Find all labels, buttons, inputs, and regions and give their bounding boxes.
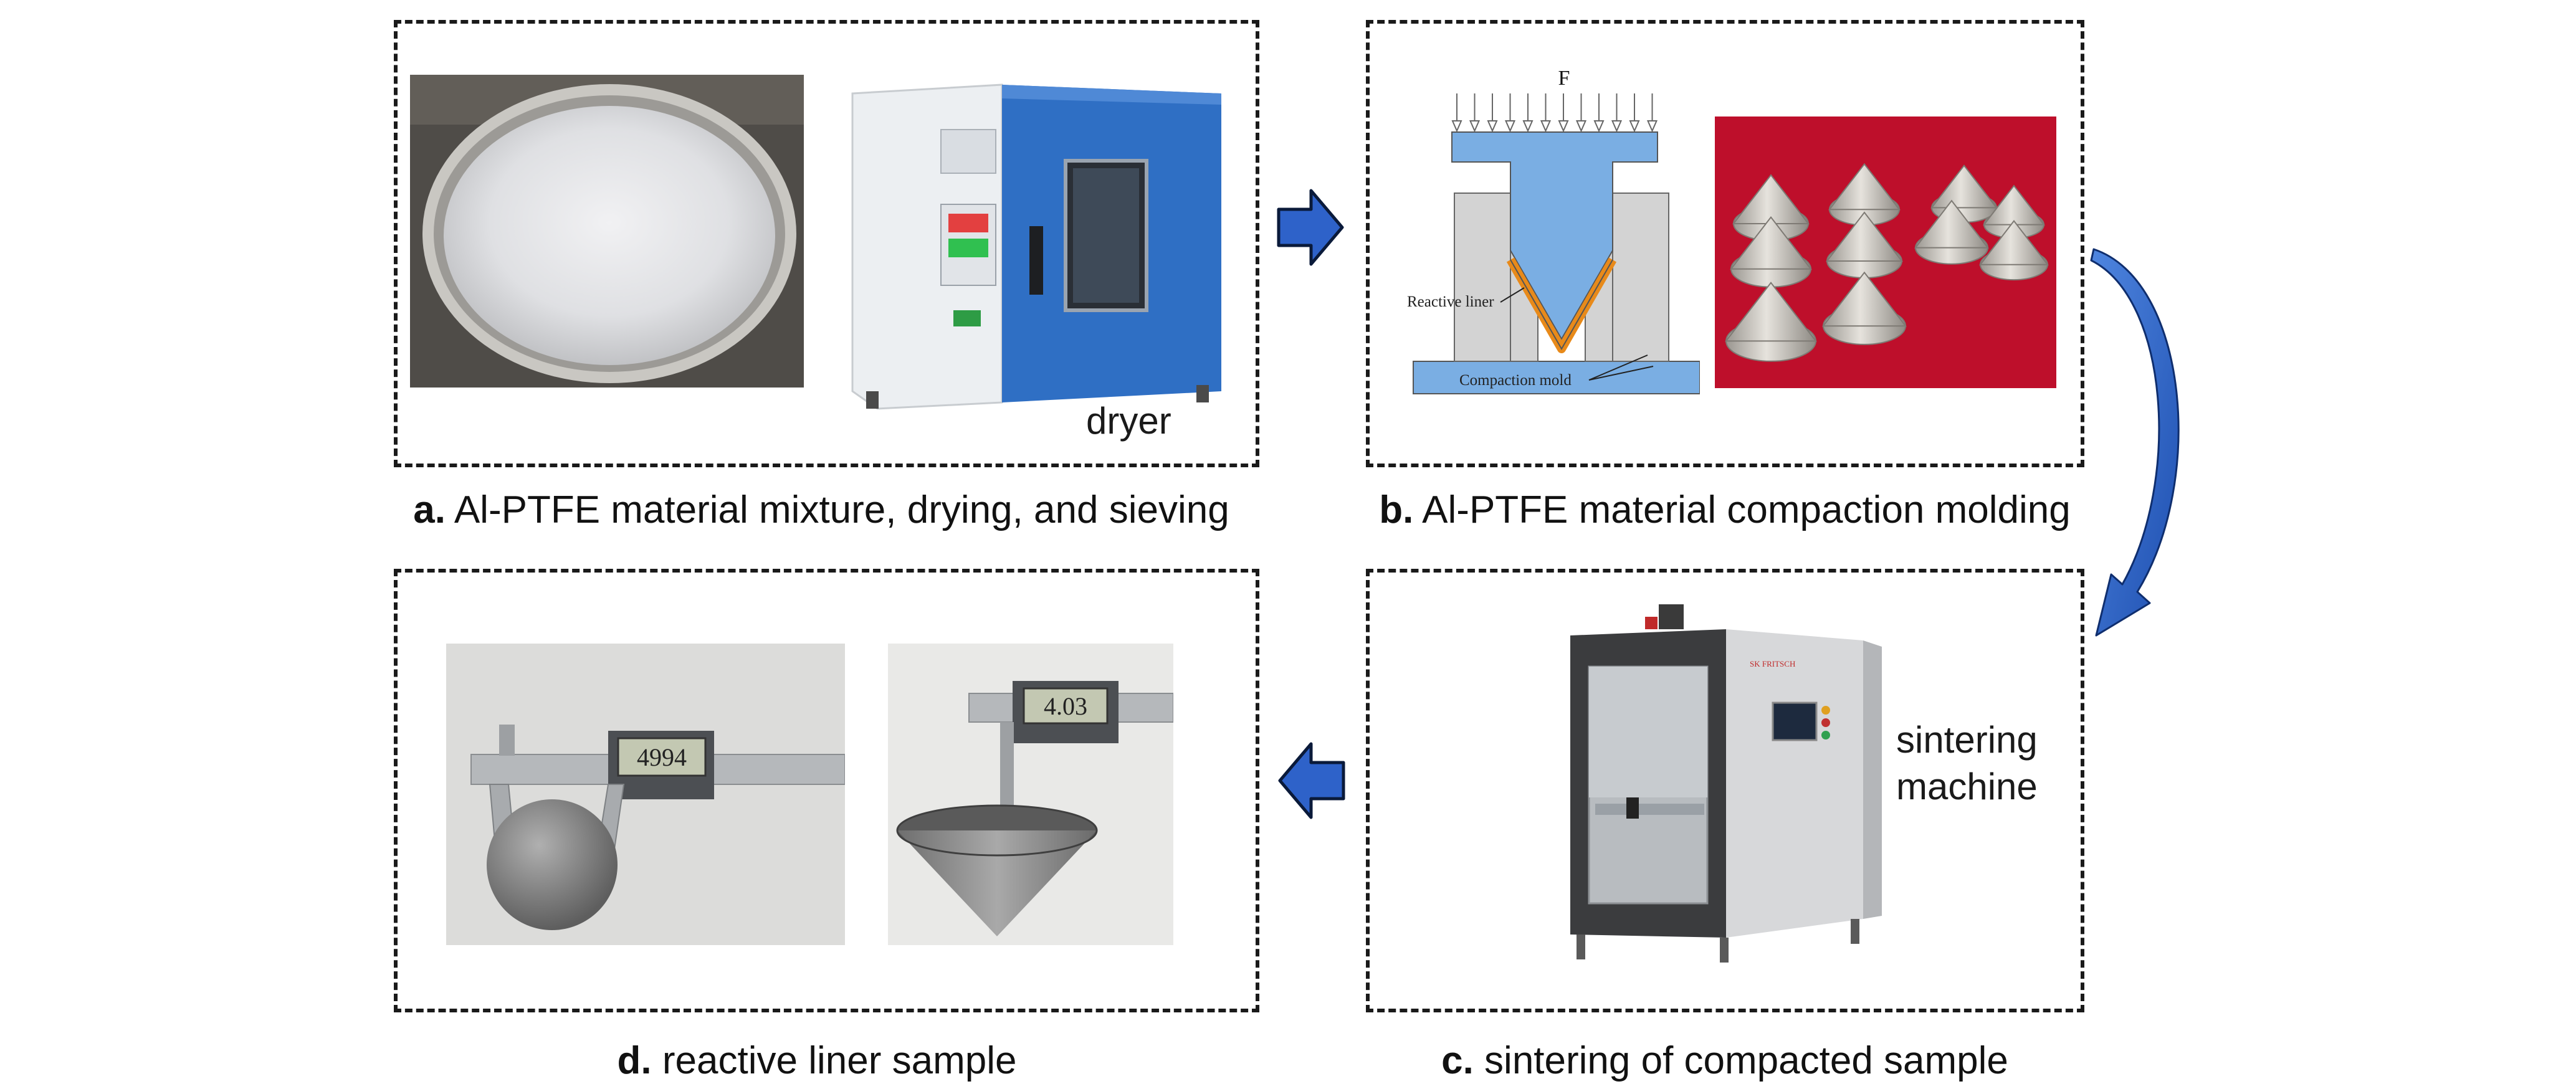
curved-arrow-down-icon — [2090, 248, 2180, 637]
caption-a: a. Al-PTFE material mixture, drying, and… — [413, 491, 1229, 530]
caliper-photo-1: 4994 — [446, 644, 845, 945]
sintering-machine-photo: SK FRITSCH — [1570, 604, 1882, 963]
sieve-photo — [410, 75, 804, 388]
compacted-cones-photo — [1715, 117, 2056, 388]
load-arrow-head — [1469, 120, 1481, 133]
caption-b-letter: b. — [1379, 488, 1414, 531]
cone-sample — [1930, 164, 1998, 209]
reactive-liner-label: Reactive liner — [1407, 293, 1494, 310]
load-arrow-head — [1558, 120, 1569, 133]
caption-d: d. reactive liner sample — [618, 1042, 1017, 1080]
caption-b: b. Al-PTFE material compaction molding — [1379, 491, 2071, 530]
caption-c: c. sintering of compacted sample — [1441, 1042, 2008, 1080]
caption-c-letter: c. — [1441, 1039, 1474, 1082]
cone-sample — [1729, 216, 1813, 270]
load-arrow-head — [1451, 120, 1462, 133]
caption-d-text: reactive liner sample — [662, 1039, 1017, 1082]
cone-sample — [1978, 219, 2049, 265]
sintering-machine-label: sintering machine — [1896, 716, 2038, 810]
load-arrow-head — [1575, 120, 1587, 133]
load-arrow-head — [1646, 120, 1658, 133]
compaction-mold-label: Compaction mold — [1459, 372, 1572, 389]
force-label: F — [1558, 67, 1570, 90]
caliper-reading-1: 4994 — [637, 743, 687, 771]
dryer-label: dryer — [1086, 400, 1171, 442]
load-arrow-head — [1504, 120, 1516, 133]
caption-a-text: Al-PTFE material mixture, drying, and si… — [454, 488, 1229, 531]
cone-sample — [1724, 282, 1818, 342]
load-arrow-head — [1593, 120, 1605, 133]
caption-b-text: Al-PTFE material compaction molding — [1422, 488, 2071, 531]
sintering-machine-label-line2: machine — [1896, 766, 2038, 807]
dryer-photo — [847, 80, 1221, 416]
cone-sample — [1914, 199, 1990, 249]
load-arrow-head — [1540, 120, 1552, 133]
caliper-reading-2: 4.03 — [1044, 692, 1087, 720]
compaction-schematic: F Reactive liner Compaction mold — [1407, 67, 1700, 394]
caption-d-letter: d. — [617, 1039, 652, 1082]
arrow-right-icon — [1277, 189, 1344, 266]
caption-c-text: sintering of compacted sample — [1484, 1039, 2008, 1082]
svg-text:SK FRITSCH: SK FRITSCH — [1750, 659, 1795, 668]
load-arrow-head — [1629, 120, 1640, 133]
load-arrow-head — [1522, 120, 1534, 133]
sintering-machine-label-line1: sintering — [1896, 719, 2038, 761]
cone-sample — [1828, 163, 1901, 211]
cone-sample — [1825, 211, 1904, 262]
load-arrow-head — [1487, 120, 1498, 133]
cone-sample — [1821, 271, 1907, 327]
arrow-left-icon — [1278, 742, 1345, 819]
caliper-photo-2: 4.03 — [888, 644, 1173, 945]
caption-a-letter: a. — [413, 488, 446, 531]
load-arrow-head — [1611, 120, 1623, 133]
